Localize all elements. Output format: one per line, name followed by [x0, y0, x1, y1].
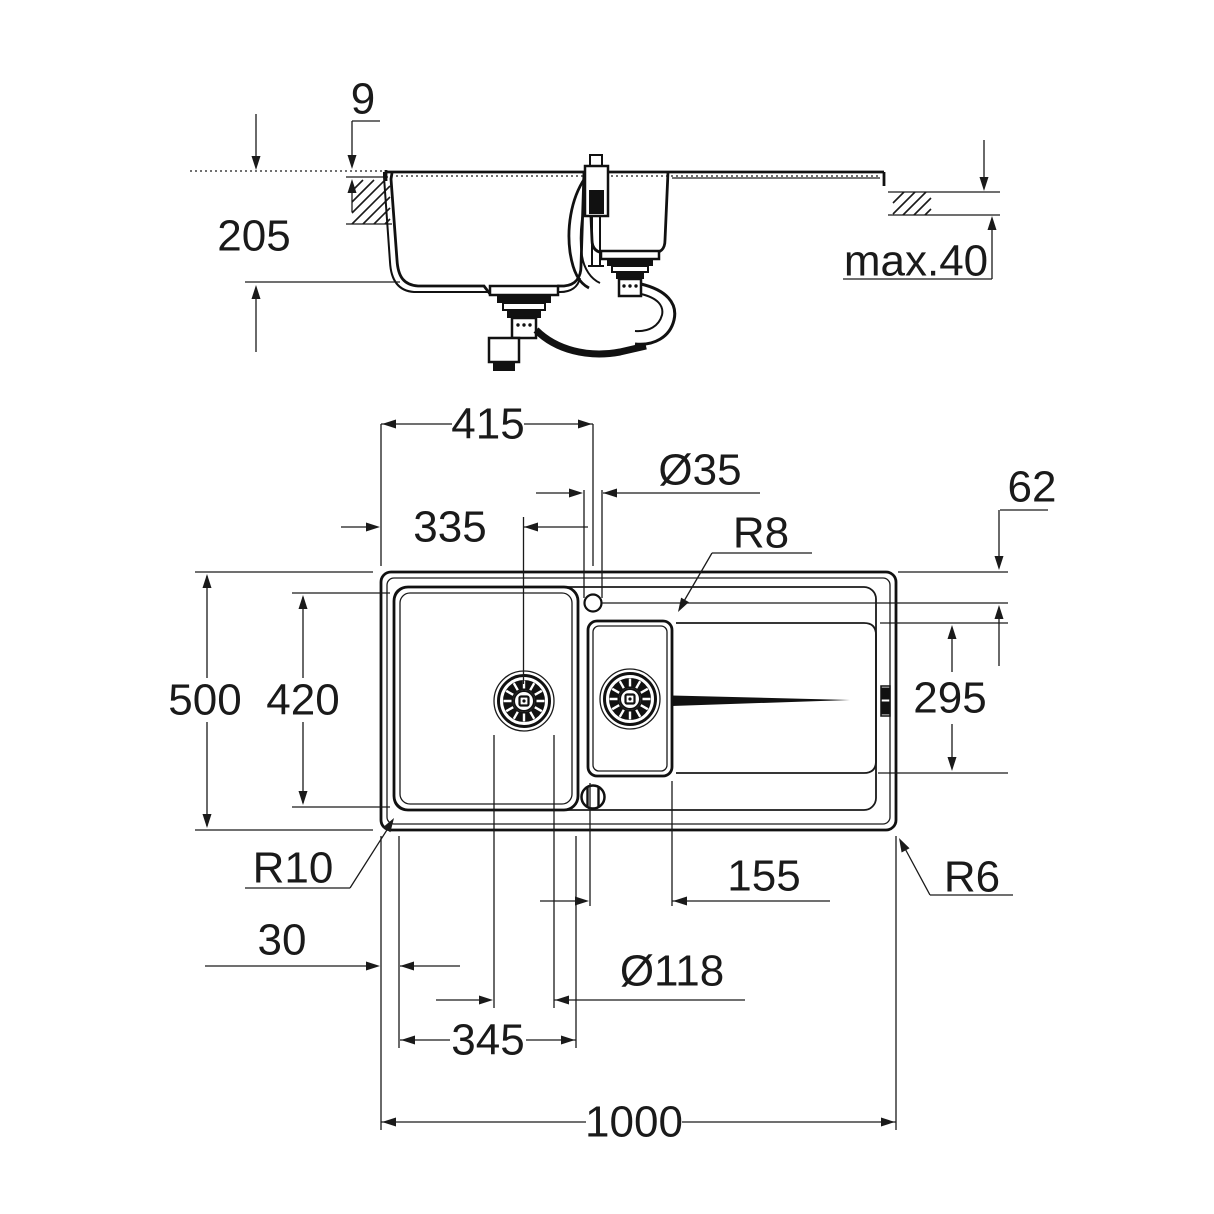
counter-edge-lines-right [888, 191, 1000, 216]
small-bowl [586, 619, 674, 778]
overflow-marker [880, 685, 891, 717]
sink-outer-edge [379, 570, 898, 832]
dim-label: 420 [266, 676, 339, 725]
dim-420: 420 [266, 592, 390, 808]
dim-205: 205 [217, 114, 400, 352]
drain-knob [580, 784, 606, 810]
side-view: 9 205 max.40 [190, 75, 1000, 371]
main-drain [487, 284, 560, 371]
dim-label: R6 [944, 853, 1000, 902]
plumbing [487, 154, 677, 371]
dim-295: 295 [878, 622, 1008, 774]
dim-label: 9 [351, 75, 375, 124]
dim-R6: R6 [895, 835, 1013, 902]
j-pipe-outer [634, 282, 677, 346]
drainer-groove [672, 695, 850, 706]
dim-155: 155 [540, 781, 830, 906]
dim-label: max.40 [844, 237, 988, 286]
dim-label: Ø35 [658, 446, 741, 495]
counter-hatch-left [351, 179, 391, 225]
dim-label: 1000 [585, 1098, 683, 1147]
dim-label: 62 [1008, 463, 1057, 512]
small-strainer [599, 668, 661, 730]
dim-label: Ø118 [620, 947, 724, 996]
trap-pipe [533, 327, 647, 358]
drainer-tray [676, 622, 877, 774]
dim-label: 205 [217, 212, 290, 261]
dim-9: 9 [347, 75, 380, 212]
dim-R8: R8 [674, 509, 812, 615]
dim-dia35: Ø35 [536, 446, 760, 598]
dim-62: 62 [602, 463, 1057, 666]
main-bowl-wall [389, 171, 586, 296]
dim-345: 345 [400, 836, 577, 1065]
top-view: 415 Ø35 335 R8 62 [168, 400, 1056, 1147]
main-bowl-inner [399, 592, 573, 805]
dim-label: 500 [168, 676, 241, 725]
faucet-stub [589, 154, 603, 167]
dim-label: 415 [451, 400, 524, 449]
main-bowl-shell [383, 172, 581, 293]
dim-label: R10 [253, 844, 334, 893]
dim-label: 30 [258, 916, 307, 965]
dim-max40: max.40 [843, 140, 997, 286]
dim-label: R8 [733, 509, 789, 558]
small-drain [599, 249, 661, 298]
dim-1000: 1000 [381, 836, 897, 1147]
dim-415: 415 [380, 400, 594, 566]
counter-edge-lines-left [346, 176, 392, 225]
dim-label: 295 [913, 674, 986, 723]
counter-hatch-right [892, 191, 932, 216]
dim-30: 30 [205, 836, 460, 1130]
dim-label: 345 [451, 1016, 524, 1065]
dim-R10: R10 [245, 815, 398, 893]
dim-500: 500 [168, 571, 373, 831]
j-pipe-inner [634, 293, 664, 333]
dim-label: 155 [727, 852, 800, 901]
faucet-hole [583, 593, 603, 613]
small-bowl-inner [592, 625, 668, 772]
dim-dia118: Ø118 [436, 735, 745, 1008]
dim-label: 335 [413, 503, 486, 552]
dim-335: 335 [341, 503, 588, 684]
main-bowl [392, 585, 580, 812]
